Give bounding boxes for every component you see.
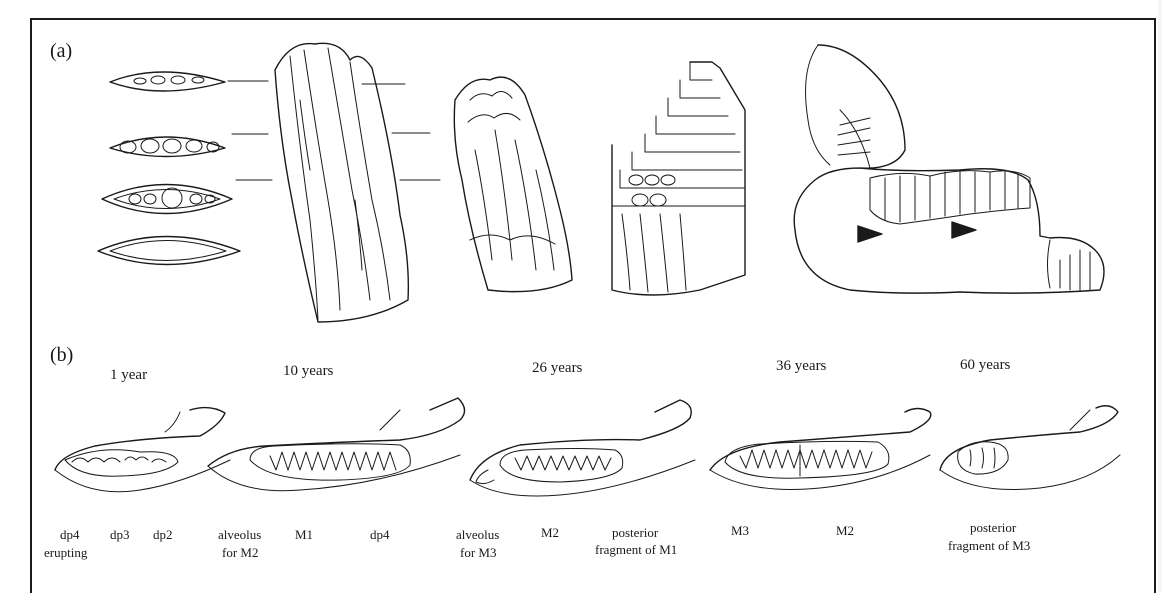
- worn-molar-view: [454, 77, 572, 291]
- jaw-10-years: [208, 398, 465, 491]
- jaw-1-year: [55, 408, 230, 492]
- mandible-diagram: [794, 45, 1104, 293]
- cross-section-1: [110, 72, 225, 91]
- cross-section-2: [110, 137, 225, 157]
- cross-section-4: [98, 237, 240, 265]
- cross-section-3: [102, 185, 232, 214]
- jaw-60-years: [940, 406, 1120, 490]
- molar-side-view: [275, 43, 408, 322]
- lamellae-stack: [612, 62, 745, 295]
- jaw-26-years: [470, 400, 695, 496]
- jaw-36-years: [710, 409, 931, 490]
